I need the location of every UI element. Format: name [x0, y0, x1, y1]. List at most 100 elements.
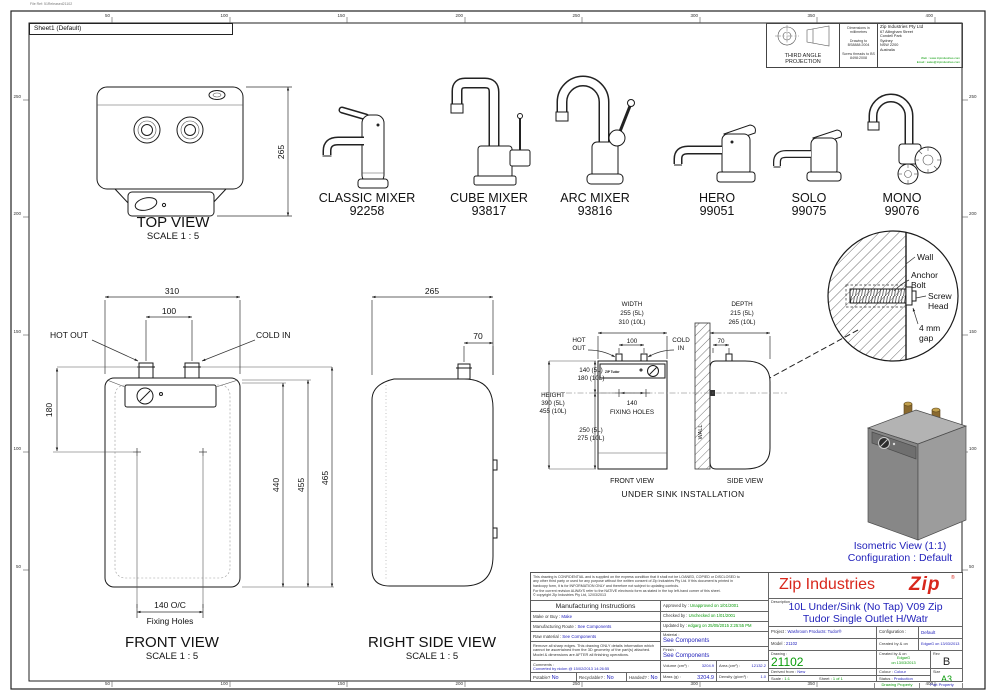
product-label: MONO 99076	[832, 192, 972, 218]
dim-width: 310	[165, 286, 179, 296]
screw-callout-2: Head	[928, 301, 949, 311]
width-5l: 255 (5L)	[620, 310, 643, 317]
company-addr2: Condell Park	[880, 34, 902, 39]
colour-value: Colour	[894, 669, 906, 674]
projection-block: THIRD ANGLE PROJECTION Dimensions in mil…	[766, 23, 963, 68]
ruler-label: 200	[455, 13, 463, 18]
part-property-label: Part Property	[922, 682, 963, 688]
scale-label: Scale :	[771, 675, 784, 681]
project-label: Project :	[771, 629, 787, 634]
material-cell: Material : See Components	[661, 632, 769, 647]
mass-cell: Mass (g) : 3204.9	[661, 673, 717, 682]
product-label: ARC MIXER 93816	[525, 192, 665, 218]
drawing-label: Drawing :	[771, 652, 788, 656]
colour-label: Colour :	[879, 669, 894, 674]
sheet-tab[interactable]: Sheet1 (Default)	[29, 23, 233, 35]
config-value: Default	[921, 630, 936, 635]
under-sink-title: UNDER SINK INSTALLATION	[621, 489, 744, 499]
ruler-label: 200	[969, 211, 977, 216]
recyclable-label: Recyclable? :	[579, 674, 606, 680]
confidential-line: This drawing is CONFIDENTIAL and is supp…	[533, 574, 740, 579]
front-view-drawing: 310 100 HOT OUT COLD IN 180 440 455 465 …	[44, 286, 334, 662]
rev-label: Rev	[933, 652, 940, 656]
area-value: 12132.2	[751, 663, 766, 668]
mass-value: 3204.9	[697, 675, 714, 681]
approved-cell: Approved by : Unapproved on 1/01/2001	[661, 601, 769, 612]
upper-10l: 180 (10L)	[578, 375, 605, 382]
scale-sheet-cell: Scale : 1:1 Sheet : 1 of 1	[769, 675, 877, 682]
raw-value: See Components	[562, 634, 597, 639]
classic-mixer-drawing	[322, 106, 389, 189]
ruler-label: 400	[925, 13, 933, 18]
size-value: A3	[940, 674, 952, 682]
ruler-label: 150	[337, 13, 345, 18]
rev-cell: Rev B	[931, 651, 963, 669]
us-dim-lines: 100 70 HOT OUT COLD IN	[572, 331, 771, 359]
top-view-scale: SCALE 1 : 5	[147, 231, 199, 242]
dim-ports: 100	[162, 306, 176, 316]
updated-cell: Updated by : edgarg on 25/05/2015 2:25:5…	[661, 622, 769, 632]
anchor-bolt	[845, 284, 917, 308]
handed-label: Handed? :	[629, 674, 650, 680]
sheet-value: 1 of 1	[832, 675, 843, 681]
created2-cell: Created by & on EdgarG on 13/03/2013	[877, 651, 931, 669]
product-name: CUBE MIXER	[450, 191, 528, 205]
density-value: 1.0	[760, 674, 766, 679]
project-value: Washroom Products: Tudor®	[787, 629, 842, 634]
sheet-label: Sheet :	[819, 675, 832, 681]
third-angle-cell: THIRD ANGLE PROJECTION	[767, 24, 840, 67]
hot-label-2: OUT	[572, 345, 585, 352]
size-cell: Size A3	[931, 669, 963, 682]
upper-5l: 140 (5L)	[579, 367, 602, 374]
ruler-label: 100	[969, 446, 977, 451]
product-label: SOLO 99075	[739, 192, 879, 218]
cold-label-1: COLD	[672, 337, 690, 344]
model-value: 21102	[785, 641, 798, 646]
company-email[interactable]: Email : sales@zipindustries.com	[916, 60, 960, 65]
handed-cell: Handed? : No	[627, 673, 661, 682]
title-block: This drawing is CONFIDENTIAL and is supp…	[530, 572, 963, 682]
side-view-drawing: 265 70 RIGHT SIDE VIEW SCALE 1 : 5	[368, 286, 498, 662]
unit-brand: ZIP Tudor	[605, 370, 620, 374]
description-line2: Tudor Single Outlet H/Watr	[802, 612, 929, 625]
product-code: 99051	[699, 204, 735, 218]
tank-front-outline	[104, 362, 241, 608]
dim-depth: 265	[425, 286, 439, 296]
ruler-label: 100	[220, 681, 228, 686]
standards-drawing: Drawing to BS8888:2004	[847, 38, 870, 48]
height-5l: 390 (5L)	[541, 400, 564, 407]
approved-value: Unapproved on 1/01/2001	[690, 602, 739, 608]
updated-value: edgarg on 25/05/2015 2:25:55 PM	[687, 623, 752, 628]
ruler-label: 200	[455, 681, 463, 686]
screw-callout-1: Screw	[928, 291, 952, 301]
finish-cell: Finish : See Components	[661, 647, 769, 661]
derived-value: New	[797, 669, 806, 674]
product-name: SOLO	[791, 191, 827, 205]
drawing-property-label: Drawing Property	[874, 682, 920, 688]
make-value: Make	[561, 614, 573, 619]
dim-port-back: 70	[717, 338, 725, 345]
created2-value-b: on 13/03/2013	[891, 660, 916, 665]
comments-cell: Comments : Converted by nickm @ 15/02/20…	[531, 661, 661, 673]
derived-cell: Derived from : New	[769, 669, 877, 676]
dim-fixing: 140	[627, 400, 638, 407]
product-name: HERO	[698, 191, 736, 205]
brand-name: Zip Industries	[779, 576, 876, 593]
solo-mixer-drawing	[773, 129, 842, 182]
company-web[interactable]: Web : www.zipindustries.com	[921, 56, 960, 61]
description-line1: 10L Under/Sink (No Tap) V09 Zip	[788, 601, 943, 613]
zip-logo: Zip	[909, 574, 941, 595]
drawing-cell: Drawing : 21102	[769, 651, 877, 669]
potable-value: No	[551, 674, 559, 681]
depth-label: DEPTH	[731, 301, 753, 308]
depth-5l: 215 (5L)	[730, 310, 753, 317]
label-hot-out: HOT OUT	[50, 330, 88, 340]
route-cell: Manufacturing Route : See Components	[531, 622, 661, 632]
company-addr4: NSW 2200	[880, 43, 899, 48]
ruler-label: 50	[15, 564, 21, 569]
dim-upper: 180	[44, 403, 54, 417]
iso-body	[866, 409, 968, 541]
side-view-dimensions: 265 70	[371, 286, 494, 375]
gap-callout-2: gap	[919, 333, 933, 343]
width-10l: 310 (10L)	[619, 319, 646, 326]
